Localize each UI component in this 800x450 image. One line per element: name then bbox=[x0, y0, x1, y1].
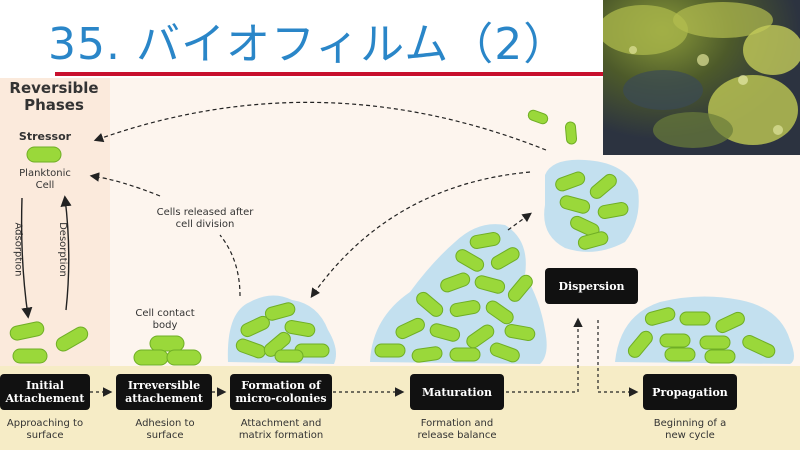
caption-irreversible: Adhesion to surface bbox=[135, 418, 195, 441]
biofilm-photo bbox=[603, 0, 800, 155]
stage-propagation: Propagation bbox=[643, 374, 737, 410]
reversible-phases-heading: Reversible Phases bbox=[9, 79, 99, 114]
stage-maturation: Maturation bbox=[410, 374, 504, 410]
stage-micro-colonies: Formation of micro-colonies bbox=[230, 374, 332, 410]
reversible-phase-background bbox=[0, 78, 110, 366]
page-title: 35. バイオフィルム（2） bbox=[48, 19, 569, 70]
caption-initial: Approaching to surface bbox=[6, 418, 84, 441]
caption-maturation: Formation and release balance bbox=[417, 418, 497, 441]
cell-contact-label: Cell contact body bbox=[135, 308, 195, 331]
stage-irreversible-attachment: Irreversible attachement bbox=[116, 374, 212, 410]
stage-dispersion: Dispersion bbox=[545, 268, 638, 304]
caption-propagation: Beginning of a new cycle bbox=[653, 418, 727, 441]
stage-initial-attachment: Initial Attachement bbox=[0, 374, 90, 410]
caption-micro-colonies: Attachment and matrix formation bbox=[238, 418, 324, 441]
planktonic-cell-label: Planktonic Cell bbox=[19, 168, 71, 191]
cells-released-label: Cells released after cell division bbox=[156, 207, 254, 230]
stressor-label: Stressor bbox=[18, 130, 72, 143]
title-underline bbox=[55, 72, 610, 76]
